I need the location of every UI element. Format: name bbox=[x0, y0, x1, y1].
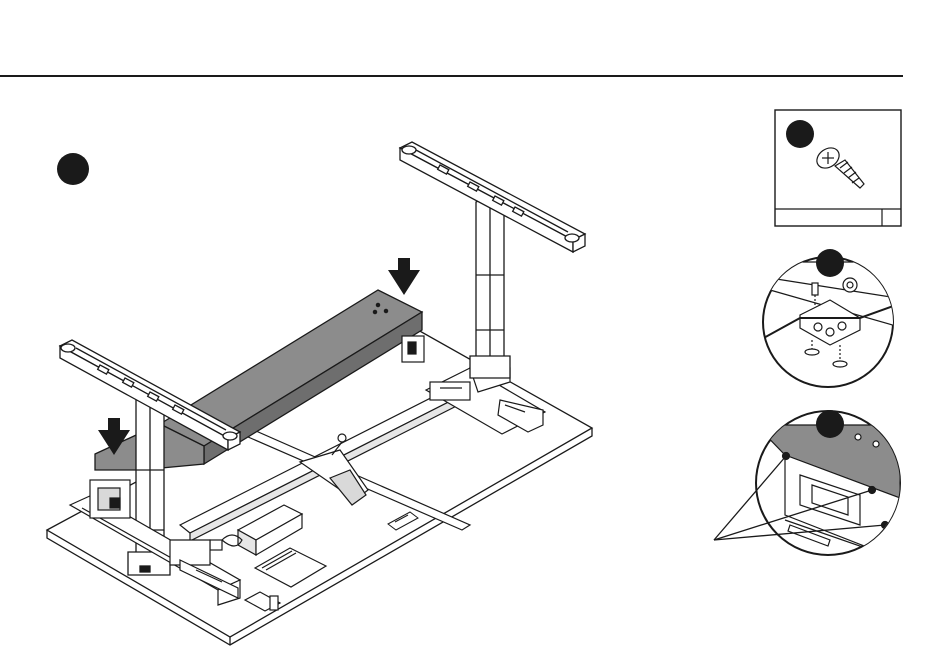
down-arrow bbox=[388, 258, 420, 295]
parts-box bbox=[775, 110, 901, 226]
step-marker bbox=[57, 153, 89, 185]
parts-badge bbox=[786, 120, 814, 148]
right-column bbox=[470, 196, 510, 378]
detail-badge bbox=[816, 410, 844, 438]
beam-mount-bracket bbox=[402, 336, 424, 362]
cable-clip-detail bbox=[760, 249, 910, 387]
screw-points-detail bbox=[756, 410, 900, 560]
detail-badge bbox=[816, 249, 844, 277]
